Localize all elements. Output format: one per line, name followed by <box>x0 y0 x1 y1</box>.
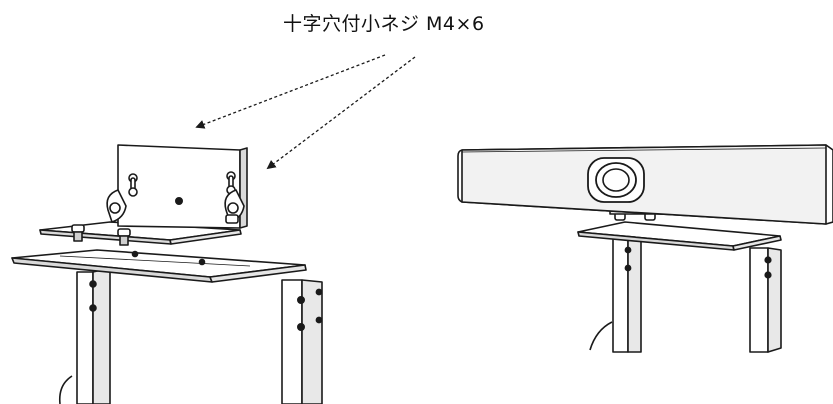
left-bracket-assembly <box>11 144 323 404</box>
callout-arrows <box>195 54 416 170</box>
screw-icon <box>71 224 85 242</box>
right-stand-posts <box>589 235 782 353</box>
dashed-arrow-icon <box>266 56 416 170</box>
dashed-arrow-icon <box>195 54 386 129</box>
right-shelf <box>577 221 782 251</box>
screw-icon <box>117 228 131 246</box>
left-vertical-mount-plate <box>106 144 248 229</box>
camera-bar <box>457 144 833 225</box>
left-stand-posts <box>58 267 323 404</box>
camera-lens-icon <box>587 157 645 203</box>
keyhole-slot-icon <box>128 173 138 197</box>
left-lower-shelf <box>11 249 307 283</box>
right-camera-assembly <box>457 144 833 353</box>
screw-icon <box>225 214 239 224</box>
screw-callout-label: 十字穴付小ネジ M4×6 <box>283 13 485 35</box>
